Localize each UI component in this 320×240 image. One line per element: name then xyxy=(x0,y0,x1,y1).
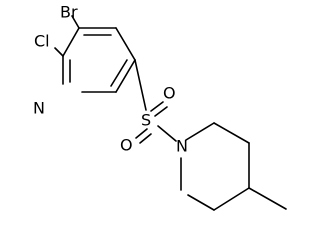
bond-s-o-bottom xyxy=(135,128,148,139)
bond-s-o-bottom-double xyxy=(139,133,152,144)
bond-s-o-top-double xyxy=(154,106,168,117)
molecule-diagram: Br Cl N S O O N xyxy=(33,3,287,211)
atom-o-bottom: O xyxy=(120,136,133,155)
bond-c5-c6-inner xyxy=(110,59,128,87)
atom-br: Br xyxy=(60,3,78,22)
bond-c2-cl xyxy=(54,47,64,57)
bond-c4-c5 xyxy=(115,27,136,61)
bond-s-o-top xyxy=(150,101,164,112)
bonds xyxy=(54,15,287,211)
bond-c3-br xyxy=(71,15,80,29)
bond-c5-c6 xyxy=(115,59,136,93)
bond-c4p-methyl xyxy=(248,187,287,210)
bond-s-n xyxy=(157,125,177,142)
atom-o-top: O xyxy=(163,84,176,103)
atom-s: S xyxy=(141,111,151,130)
bond-c2-c3 xyxy=(62,27,80,57)
bond-n-c2p xyxy=(185,122,215,141)
bond-c2p-c3p xyxy=(213,122,250,144)
atom-n-piperidine: N xyxy=(176,137,188,156)
bond-c4p-c5p xyxy=(213,187,250,211)
atom-n-pyridine: N xyxy=(33,99,45,118)
bond-c5-s xyxy=(134,59,147,111)
bond-c5p-c6p xyxy=(187,194,215,211)
atom-cl: Cl xyxy=(34,32,50,51)
atom-labels: Br Cl N S O O N xyxy=(33,3,188,156)
